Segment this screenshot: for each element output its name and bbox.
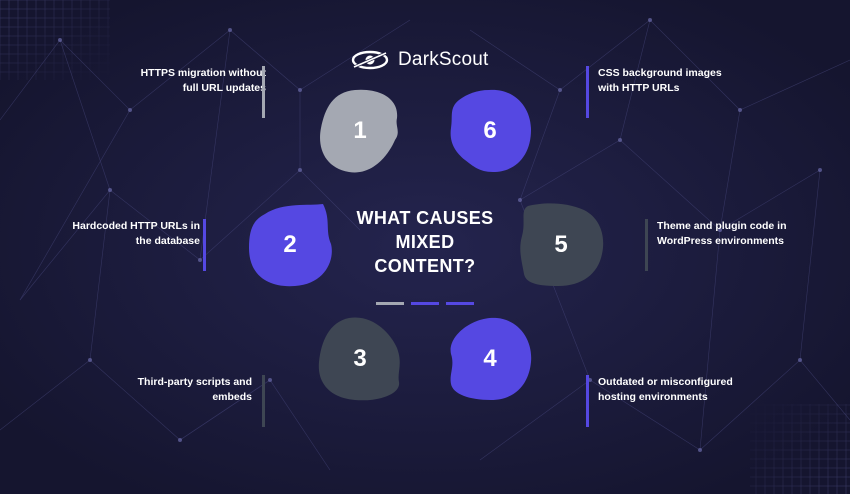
cause-2-label: Hardcoded HTTP URLs in the database: [72, 220, 200, 247]
divider-dash-purple-1: [411, 302, 439, 305]
cause-2-blob: 2: [245, 200, 335, 290]
divider-dash-purple-2: [446, 302, 474, 305]
cause-6-label: CSS background images with HTTP URLs: [598, 67, 722, 94]
center-title: WHAT CAUSES MIXED CONTENT?: [356, 208, 494, 276]
cause-2-number: 2: [283, 231, 297, 258]
cause-4-blob: 4: [445, 314, 535, 404]
cause-1-blob: 1: [315, 86, 405, 176]
cause-6-number: 6: [483, 117, 497, 144]
cause-1-number: 1: [353, 117, 367, 144]
grid-pattern-top-left: [0, 0, 110, 80]
cause-6-bar: [586, 66, 589, 118]
cause-5-blob: 5: [516, 200, 606, 290]
cause-4-label: Outdated or misconfigured hosting enviro…: [598, 376, 733, 403]
grid-pattern-bottom-right: [750, 404, 850, 494]
cause-4-bar: [586, 375, 589, 427]
cause-1-label: HTTPS migration without full URL updates: [140, 67, 266, 94]
cause-4-number: 4: [483, 345, 497, 372]
darkscout-logo-icon: [351, 50, 389, 70]
cause-5-bar: [645, 219, 648, 271]
cause-2-bar: [203, 219, 206, 271]
cause-5-label: Theme and plugin code in WordPress envir…: [657, 220, 787, 247]
cause-3-blob: 3: [315, 314, 405, 404]
cause-5-number: 5: [554, 231, 568, 258]
cause-6-blob: 6: [445, 86, 535, 176]
cause-3-bar: [262, 375, 265, 427]
brand-name: DarkScout: [398, 49, 489, 70]
cause-1-bar: [262, 66, 265, 118]
cause-3-number: 3: [353, 345, 367, 372]
brand: DarkScout: [350, 46, 502, 74]
cause-3-label: Third-party scripts and embeds: [137, 376, 252, 403]
divider-dash-gray: [376, 302, 404, 305]
